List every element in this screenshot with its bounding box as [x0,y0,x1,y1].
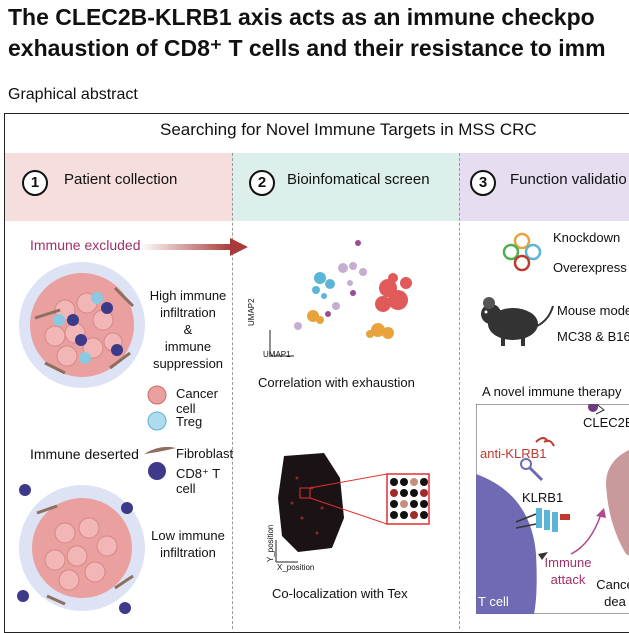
title-line-2: exhaustion of CD8⁺ T cells and their res… [8,35,606,61]
column-separator-1 [232,153,233,629]
legend-cancer-line-2: cell [176,401,196,416]
legend-cd8-line-1: CD8⁺ T [176,466,221,481]
spatial-y-axis-label: Y_position [266,524,275,562]
abstract-heading: Searching for Novel Immune Targets in MS… [160,120,537,139]
stage-number-2: 2 [249,170,275,196]
cancer-death-line-1: Cance [596,577,629,592]
novel-therapy-label: A novel immune therapy [482,384,622,399]
umap-y-axis-label: UMAP2 [247,298,256,326]
low-line-2: infiltration [160,545,216,560]
title-line-1: The CLEC2B-KLRB1 axis acts as an immune … [8,4,595,30]
immune-excluded-label: Immune excluded [30,237,141,253]
legend-fibroblast: Fibroblast [176,446,234,461]
low-line-1: Low immune [151,528,225,543]
cd8-t-cell-legend-icon [148,462,166,480]
cancer-death-label: Cance dea [590,576,629,610]
spatial-x-axis-label: X_position [277,563,315,572]
stage-number-3: 3 [470,170,496,196]
t-cell-label: T cell [478,594,509,609]
cancer-cell-legend-icon [147,385,167,405]
column-separator-2 [459,153,460,629]
clec2b-label: CLEC2B [583,415,629,430]
overexpress-label: Overexpress [553,260,627,275]
graphical-abstract-label: Graphical abstract [8,86,138,103]
legend-cancer-cell: Cancer cell [176,386,218,416]
high-line-2: infiltration [160,305,216,320]
stage-label-3: Function validatio [510,171,627,188]
mouse-lines-label: MC38 & B16 [557,329,629,344]
legend-cancer-line-1: Cancer [176,386,218,401]
high-line-5: suppression [152,356,224,371]
legend-treg: Treg [176,414,203,429]
legend-cd8-t-cell: CD8⁺ T cell [176,466,220,496]
legend-cd8-line-2: cell [176,481,196,496]
immune-attack-label: Immune attack [538,554,598,588]
immune-attack-line-2: attack [550,572,586,587]
low-infiltration-text: Low immune infiltration [143,527,233,561]
high-line-3: & [183,322,193,337]
stage-number-1: 1 [22,170,48,196]
correlation-caption: Correlation with exhaustion [258,375,415,390]
mouse-icon [481,297,554,346]
gene-ring-icon [502,232,542,272]
fibroblast-legend-icon [144,446,176,454]
paper-title: The CLEC2B-KLRB1 axis acts as an immune … [8,2,629,64]
treg-legend-icon [147,411,167,431]
therapy-mechanism-graphic [476,404,629,614]
umap-plot-graphic [269,240,412,357]
mouse-model-label: Mouse mode [557,303,629,318]
immune-attack-line-1: Immune [544,555,592,570]
stage-header-patient-collection: 1 Patient collection [5,153,232,221]
spatial-plot-graphic [275,453,430,563]
high-line-4: immune [164,339,212,354]
stage-header-function-validation: 3 Function validatio [459,153,629,221]
stage-header-bioinformatical-screen: 2 Bioinfomatical screen [232,153,459,221]
umap-x-axis-label: UMAP1 [263,350,291,359]
knockdown-label: Knockdown [553,230,621,245]
tumor-low-infiltration-graphic [17,484,145,614]
colocalization-caption: Co-localization with Tex [272,586,408,601]
gradient-arrow-graphic [140,238,248,256]
cancer-death-line-2: dea [604,594,626,609]
high-infiltration-text: High immune infiltration & immune suppre… [143,287,233,372]
tumor-high-infiltration-graphic [19,262,145,388]
high-line-1: High immune [149,288,227,303]
immune-deserted-label: Immune deserted [30,446,139,462]
stage-label-2: Bioinfomatical screen [287,171,430,188]
klrb1-label: KLRB1 [522,490,564,505]
anti-klrb1-label: anti-KLRB1 [480,446,547,461]
stage-label-1: Patient collection [64,171,178,188]
